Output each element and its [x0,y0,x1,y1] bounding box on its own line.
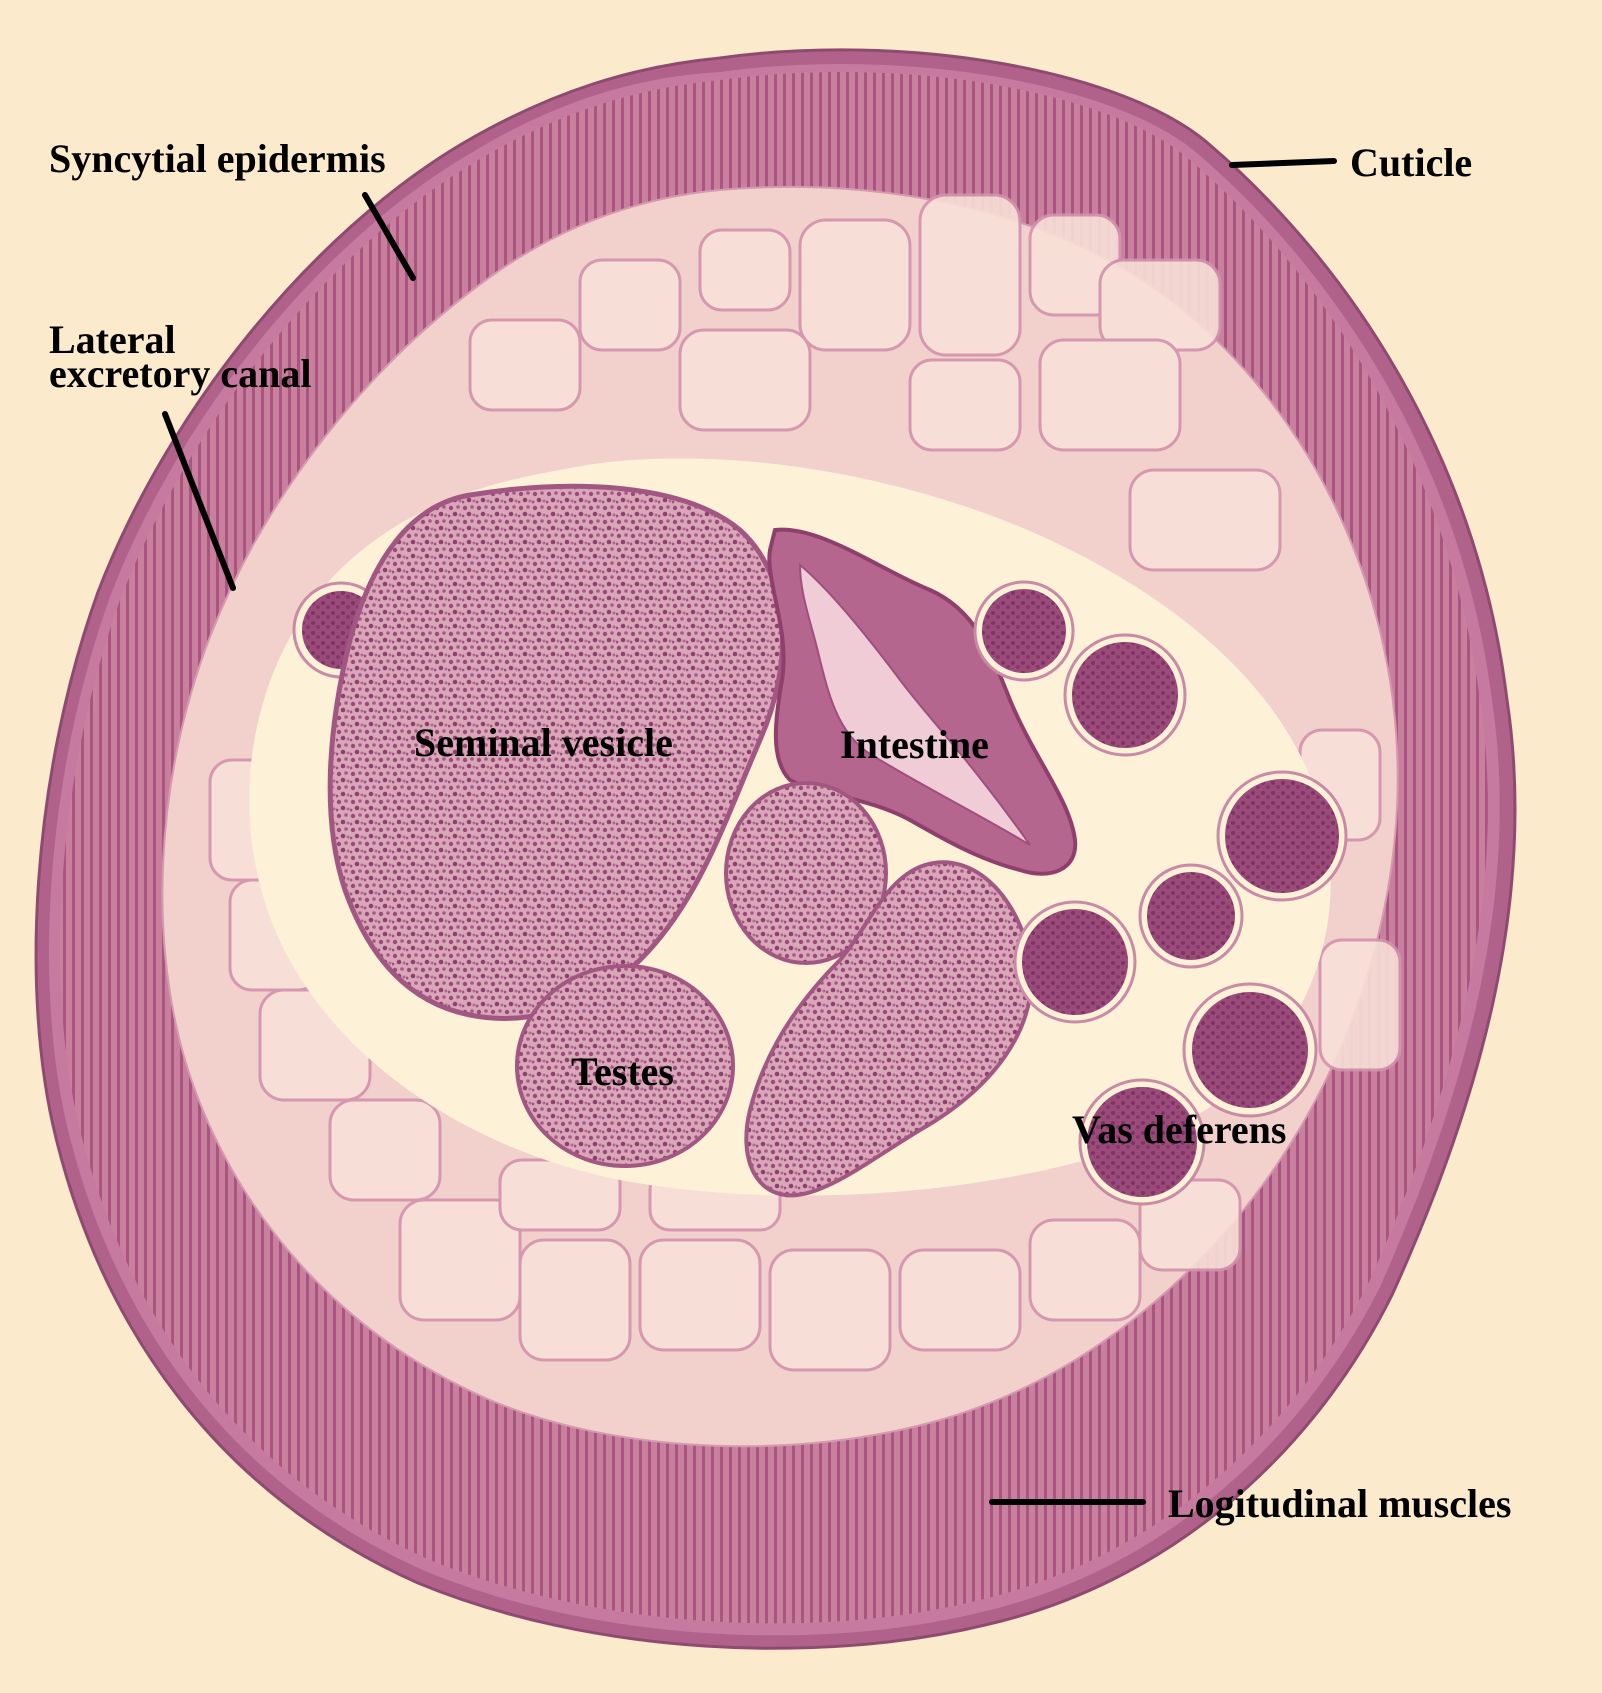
lateral-excretory-canal-label-line2: excretory canal [49,351,312,396]
syncytial-epidermis-leader [362,192,416,281]
syncytial-epidermis-label: Syncytial epidermis [49,136,386,181]
testis-section [724,781,888,965]
logitudinal-muscles-label: Logitudinal muscles [1168,1481,1512,1526]
intestine-label: Intestine [840,722,989,767]
vas-deferens [973,580,1348,1206]
lateral-excretory-canal-label-line1: Lateral [49,317,176,362]
vas-deferens-label: Vas deferens [1072,1107,1287,1152]
cuticle-label: Cuticle [1350,140,1473,185]
lateral-excretory-canal-leader [162,411,236,591]
cuticle-leader [1229,158,1337,168]
seminal-vesicle-label: Seminal vesicle [414,720,673,765]
testes-label: Testes [571,1049,674,1094]
testes [515,964,735,1168]
